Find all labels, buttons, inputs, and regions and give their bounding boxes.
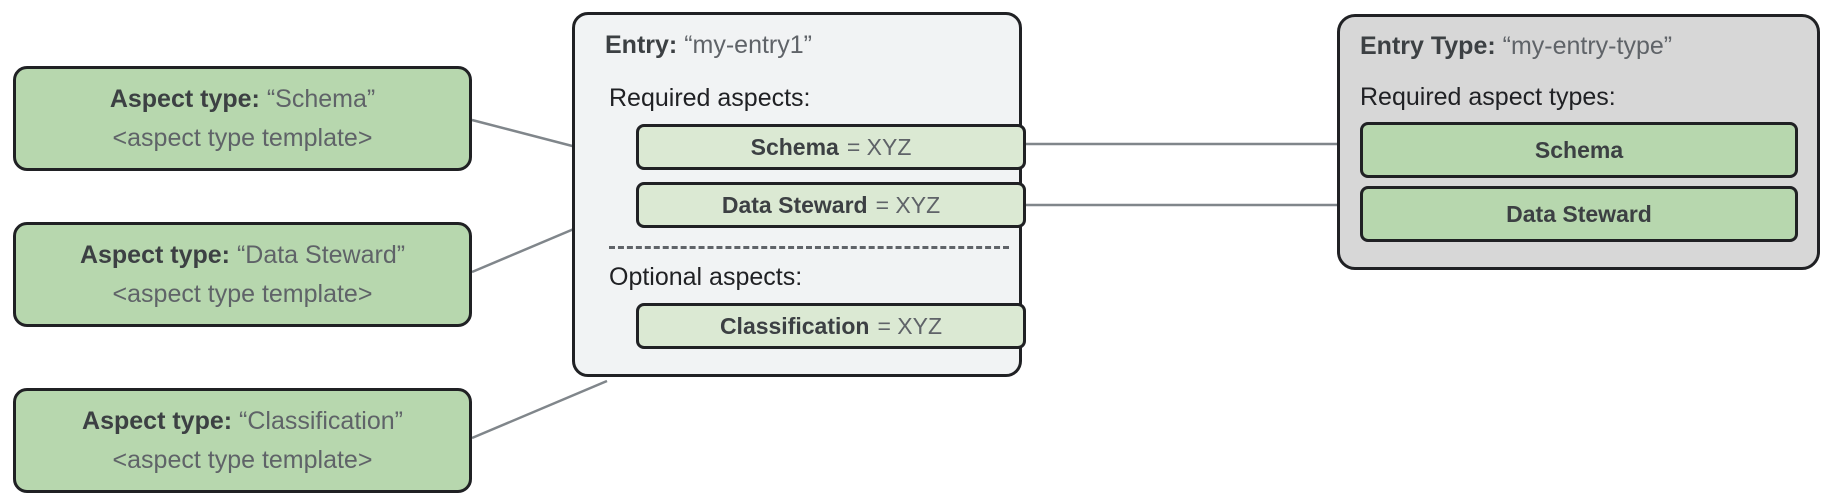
aspect-type-name: “Classification” xyxy=(239,406,403,435)
entry-type-required-heading: Required aspect types: xyxy=(1360,83,1616,111)
aspect-value: = XYZ xyxy=(846,133,912,160)
aspect-type-card-title: Aspect type: “Data Steward” xyxy=(79,240,406,269)
aspect-name: Data Steward xyxy=(721,191,868,218)
connector-aspect-type-classification-to-entry-classification xyxy=(471,379,608,440)
entry-required-aspect-schema[interactable]: Schema = XYZ xyxy=(636,124,1026,170)
entry-optional-heading: Optional aspects: xyxy=(609,263,803,291)
aspect-type-card-title: Aspect type: “Schema” xyxy=(109,84,376,113)
entry-required-heading: Required aspects: xyxy=(609,84,811,112)
entry-panel[interactable]: Entry: “my-entry1” Required aspects: Sch… xyxy=(572,12,1026,377)
entry-required-aspect-list: Schema = XYZ Data Steward = XYZ xyxy=(605,124,1026,228)
aspect-type-card-data-steward[interactable]: Aspect type: “Data Steward” <aspect type… xyxy=(13,222,472,327)
entry-type-label: Entry Type: xyxy=(1360,32,1496,60)
entry-type-required-aspect-type-list: Schema Data Steward xyxy=(1360,122,1801,242)
aspect-type-card-classification[interactable]: Aspect type: “Classification” <aspect ty… xyxy=(13,388,472,493)
aspect-type-template: <aspect type template> xyxy=(112,445,373,474)
aspect-name: Schema xyxy=(750,133,839,160)
aspect-type-name: “Data Steward” xyxy=(236,240,406,269)
entry-title: Entry: “my-entry1” xyxy=(605,33,993,58)
entry-type-panel[interactable]: Entry Type: “my-entry-type” Required asp… xyxy=(1337,14,1820,270)
aspect-type-name: “Schema” xyxy=(266,84,376,113)
entry-label: Entry: xyxy=(605,31,678,59)
aspect-type-label: Aspect type: xyxy=(109,84,260,113)
aspect-name: Classification xyxy=(719,312,870,339)
aspect-value: = XYZ xyxy=(877,312,943,339)
aspect-type-card-title: Aspect type: “Classification” xyxy=(82,406,403,435)
entry-type-aspect-type-schema[interactable]: Schema xyxy=(1360,122,1798,178)
aspect-type-label: Aspect type: xyxy=(79,240,230,269)
aspect-type-template: <aspect type template> xyxy=(112,279,373,308)
entry-optional-aspect-list: Classification = XYZ xyxy=(605,303,1026,349)
entry-type-title: Entry Type: “my-entry-type” xyxy=(1360,34,1801,59)
entry-name: “my-entry1” xyxy=(684,31,812,59)
aspect-value: = XYZ xyxy=(875,191,941,218)
aspect-type-label: Aspect type: xyxy=(82,406,233,435)
entry-type-aspect-type-data-steward[interactable]: Data Steward xyxy=(1360,186,1798,242)
entry-type-name: “my-entry-type” xyxy=(1502,32,1673,60)
aspect-type-template: <aspect type template> xyxy=(112,123,373,152)
entry-required-aspect-data-steward[interactable]: Data Steward = XYZ xyxy=(636,182,1026,228)
required-optional-divider xyxy=(609,246,1009,249)
aspect-type-card-schema[interactable]: Aspect type: “Schema” <aspect type templ… xyxy=(13,66,472,171)
entry-optional-aspect-classification[interactable]: Classification = XYZ xyxy=(636,303,1026,349)
